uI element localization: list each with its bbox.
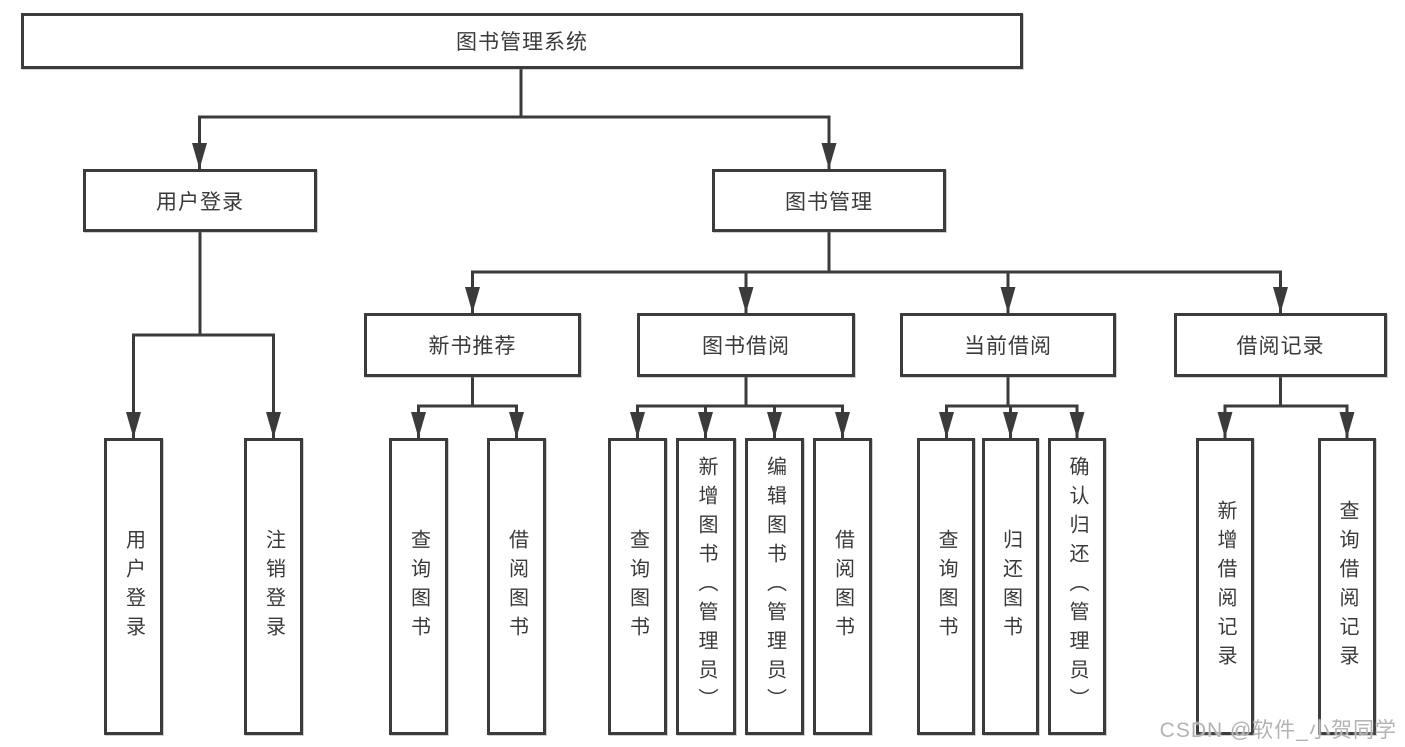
- leaf-user-login-label: 用户登录: [122, 528, 145, 645]
- node-root-label: 图书管理系统: [456, 31, 588, 54]
- node-current-borrow: 当前借阅: [900, 313, 1116, 377]
- leaf-bw-edit-book-admin-label: 编辑图书（管理员）: [763, 456, 786, 717]
- leaf-bw-add-book-admin: 新增图书（管理员）: [676, 438, 736, 735]
- leaf-nb-borrow-book: 借阅图书: [487, 438, 546, 735]
- leaf-nb-query-book: 查询图书: [389, 438, 448, 735]
- node-user-login: 用户登录: [83, 169, 317, 232]
- node-book-management-label: 图书管理: [785, 190, 873, 214]
- leaf-rec-add-record-label: 新增借阅记录: [1214, 499, 1236, 674]
- leaf-bw-borrow-book-label: 借阅图书: [831, 528, 854, 645]
- leaf-bw-query-book: 查询图书: [608, 438, 667, 735]
- leaf-rec-query-record-label: 查询借阅记录: [1336, 499, 1358, 674]
- leaf-nb-borrow-book-label: 借阅图书: [505, 528, 528, 645]
- leaf-nb-query-book-label: 查询图书: [407, 528, 430, 645]
- leaf-bw-edit-book-admin: 编辑图书（管理员）: [745, 438, 804, 735]
- leaf-bw-query-book-label: 查询图书: [626, 528, 649, 645]
- leaf-logout: 注销登录: [244, 438, 303, 735]
- leaf-user-login: 用户登录: [104, 438, 163, 735]
- leaf-cur-query-book-label: 查询图书: [935, 528, 957, 645]
- node-user-login-label: 用户登录: [156, 190, 244, 214]
- leaf-cur-query-book: 查询图书: [917, 438, 975, 735]
- leaf-cur-confirm-return-admin-label: 确认归还（管理员）: [1066, 456, 1088, 717]
- leaf-rec-query-record: 查询借阅记录: [1318, 438, 1376, 735]
- node-book-management: 图书管理: [712, 169, 946, 232]
- node-borrow-record: 借阅记录: [1174, 313, 1387, 377]
- leaf-cur-return-book: 归还图书: [982, 438, 1039, 735]
- leaf-logout-label: 注销登录: [262, 528, 285, 645]
- leaf-cur-return-book-label: 归还图书: [999, 528, 1022, 645]
- node-borrow-record-label: 借阅记录: [1236, 335, 1325, 358]
- leaf-rec-add-record: 新增借阅记录: [1196, 438, 1254, 735]
- node-new-book-recommend: 新书推荐: [364, 313, 581, 377]
- node-root-library-system: 图书管理系统: [21, 13, 1023, 69]
- node-current-borrow-label: 当前借阅: [964, 335, 1052, 358]
- node-book-borrow-label: 图书借阅: [702, 335, 790, 358]
- node-new-book-recommend-label: 新书推荐: [428, 335, 517, 358]
- leaf-bw-borrow-book: 借阅图书: [813, 438, 872, 735]
- node-book-borrow: 图书借阅: [637, 313, 855, 377]
- csdn-watermark: CSDN @软件_小贺同学: [1159, 719, 1397, 742]
- leaf-bw-add-book-admin-label: 新增图书（管理员）: [695, 456, 717, 717]
- leaf-cur-confirm-return-admin: 确认归还（管理员）: [1048, 438, 1106, 735]
